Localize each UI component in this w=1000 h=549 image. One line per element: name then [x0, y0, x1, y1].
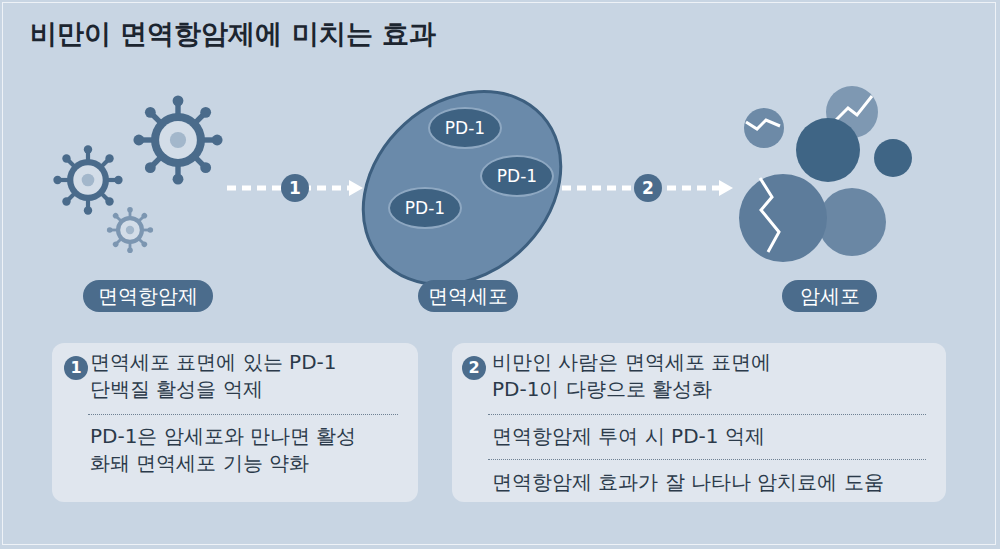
arrow-head	[349, 180, 363, 196]
cell-node: 면역세포PD-1PD-1PD-1	[365, 85, 560, 315]
pd1-label: PD-1	[430, 109, 500, 147]
pill-label: 암세포	[782, 280, 877, 312]
drug-icons	[53, 95, 222, 253]
note-box: 면역세포 표면에 있는 PD-1 단백질 활성을 억제 PD-1은 암세포와 만나…	[52, 343, 418, 502]
note-text: PD-1은 암세포와 만나면 활성화돼 면역세포 기능 약화	[90, 423, 365, 477]
immune-cell	[324, 52, 600, 324]
diagram-title: 비만이 면역항암제에 미치는 효과	[30, 16, 436, 52]
arrow-number: 1	[281, 174, 309, 202]
pill-label: 면역세포	[418, 280, 518, 312]
callout-number: 2	[462, 356, 486, 380]
note-text: 면역항암제 투여 시 PD-1 억제	[492, 423, 932, 450]
note-text: 면역항암제 효과가 잘 나타나 암치료에 도움	[492, 469, 932, 496]
arrow-head	[719, 180, 733, 196]
dotted-separator	[88, 414, 398, 415]
pill-label: 면역항암제	[83, 280, 213, 312]
pd1-ellipse: PD-1	[480, 155, 554, 197]
drug-node: 면역항암제	[45, 90, 225, 315]
note-text: 면역세포 표면에 있는 PD-1 단백질 활성을 억제	[90, 349, 340, 403]
pd1-label: PD-1	[482, 157, 552, 195]
arrow-number: 2	[634, 174, 662, 202]
pd1-ellipse: PD-1	[388, 187, 462, 229]
callout-number: 1	[64, 356, 88, 380]
note-text: 비만인 사람은 면역세포 표면에 PD-1이 다량으로 활성화	[492, 349, 787, 403]
cancer-cells	[739, 86, 912, 262]
note-box: 비만인 사람은 면역세포 표면에 PD-1이 다량으로 활성화면역항암제 투여 …	[452, 343, 946, 502]
dotted-separator	[488, 414, 926, 415]
pd1-ellipse: PD-1	[428, 107, 502, 149]
dotted-separator	[488, 459, 926, 460]
pd1-label: PD-1	[390, 189, 460, 227]
cancer-node: 암세포	[735, 85, 930, 315]
